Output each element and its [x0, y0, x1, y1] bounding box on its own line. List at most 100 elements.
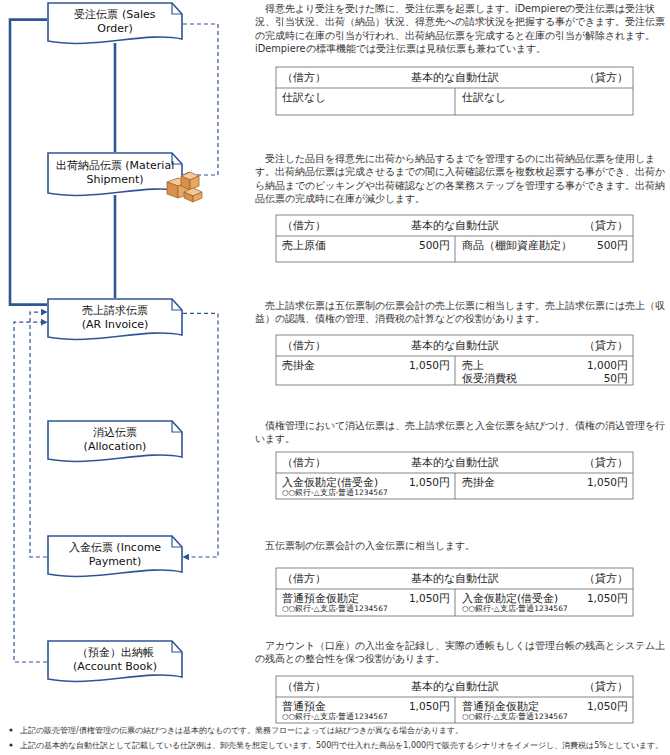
- folded-corner: [172, 299, 182, 310]
- table-header: （貸方）: [548, 339, 628, 353]
- table-header: 基本的な自動仕訳: [385, 572, 525, 586]
- table-rule: [276, 473, 633, 474]
- table-header: （貸方）: [548, 71, 628, 85]
- table-border: [276, 215, 633, 262]
- box-side: [190, 176, 199, 190]
- bank-account-cell: ○○銀行-△支店-普通1234567: [462, 604, 632, 615]
- node-title: 受注伝票 (Sales Order): [73, 8, 157, 36]
- table-header: （貸方）: [548, 219, 628, 233]
- table-header: （貸方）: [548, 456, 628, 470]
- document-box: 入金伝票 (Income Payment): [47, 535, 183, 579]
- node-text-wrap: 売上請求伝票 (AR Invoice): [47, 298, 183, 342]
- table-cell: 仕訳なし: [282, 91, 452, 105]
- table-header: （借方）: [282, 219, 362, 233]
- node-text-wrap: 受注伝票 (Sales Order): [47, 2, 183, 46]
- table-rule: [276, 589, 633, 590]
- bank-account-cell: ○○銀行-△支店-普通1234567: [282, 488, 452, 499]
- box-top: [184, 188, 202, 196]
- document-outline: [48, 153, 182, 195]
- table-rule: [276, 697, 633, 698]
- table-cell: 500円: [548, 239, 628, 253]
- footnote: 上記の基本的な自動仕訳として記載している仕訳例は、卸売業を想定しています。500…: [20, 740, 668, 751]
- document-box: 消込伝票 (Allocation): [47, 420, 183, 464]
- table-border: [276, 452, 633, 499]
- table-header: （借方）: [282, 339, 362, 353]
- dashed-connector: [183, 24, 218, 175]
- table-rule: [276, 88, 633, 89]
- table-border: [276, 676, 633, 723]
- node-title: 消込伝票 (Allocation): [73, 426, 157, 454]
- folded-corner: [172, 536, 182, 547]
- table-cell: 1,050円: [370, 476, 450, 490]
- node-text-wrap: 消込伝票 (Allocation): [47, 420, 183, 464]
- table-header: 基本的な自動仕訳: [385, 339, 525, 353]
- dashed-connector: [30, 312, 47, 557]
- flow-connector: [114, 195, 117, 298]
- document-box: 受注伝票 (Sales Order): [47, 2, 183, 46]
- table-border: [276, 568, 633, 616]
- folded-corner: [172, 421, 182, 432]
- document-outline: [48, 536, 182, 576]
- table-header: （借方）: [282, 456, 362, 470]
- description-text: 債権管理において消込伝票は、売上請求伝票と入金伝票を結びつけ、債権の消込管理を行…: [255, 419, 665, 446]
- table-cell: 1,050円: [370, 700, 450, 714]
- flow-connector: [114, 43, 117, 152]
- node-title: 売上請求伝票 (AR Invoice): [73, 304, 157, 332]
- document-outline: [48, 3, 182, 43]
- bank-account-cell: ○○銀行-△支店-普通1234567: [462, 712, 632, 723]
- description-text: 五伝票制の伝票会計の入金伝票に相当します。: [255, 539, 665, 552]
- document-box: 出荷納品伝票 (Material Shipment): [47, 152, 183, 198]
- folded-corner: [172, 3, 182, 14]
- node-title: 出荷納品伝票 (Material Shipment): [53, 159, 178, 187]
- box-side: [184, 192, 193, 202]
- table-rule: [455, 236, 456, 262]
- node-title: （預金）出納帳 (Account Book): [69, 646, 161, 674]
- footnote: 上記の販売管理/債権管理の伝票の結びつきは基本的なものです。業務フローによっては…: [20, 725, 668, 736]
- document-box: （預金）出納帳 (Account Book): [47, 640, 183, 684]
- table-header: （貸方）: [548, 572, 628, 586]
- table-border: [276, 67, 633, 115]
- table-header: （借方）: [282, 572, 362, 586]
- document-outline: [48, 641, 182, 681]
- table-cell: 1,000円: [548, 359, 628, 373]
- table-cell: 1,050円: [548, 592, 628, 606]
- flow-connector: [10, 20, 47, 305]
- table-header: 基本的な自動仕訳: [385, 456, 525, 470]
- table-header: （貸方）: [548, 680, 628, 694]
- table-rule: [455, 88, 456, 115]
- table-header: 基本的な自動仕訳: [385, 219, 525, 233]
- document-outline: [48, 421, 182, 461]
- document-outline: [48, 299, 182, 339]
- description-text: 売上請求伝票は五伝票制の伝票会計の売上伝票に相当します。売上請求伝票には売上（収…: [255, 299, 665, 326]
- table-header: 基本的な自動仕訳: [385, 680, 525, 694]
- table-rule: [276, 356, 633, 357]
- table-border: [276, 335, 633, 385]
- box-top: [181, 172, 199, 180]
- node-title: 入金伝票 (Income Payment): [61, 541, 169, 569]
- description-text: アカウント（口座）の入出金を記録し、実際の通帳もしくは管理台帳の残高とシステム上…: [255, 639, 665, 666]
- table-cell: 仕訳なし: [462, 91, 632, 105]
- box-side: [193, 192, 202, 202]
- table-rule: [276, 236, 633, 237]
- table-cell: 1,050円: [370, 592, 450, 606]
- node-text-wrap: （預金）出納帳 (Account Book): [47, 640, 183, 684]
- table-cell: 1,050円: [370, 359, 450, 373]
- table-header: 基本的な自動仕訳: [385, 71, 525, 85]
- bank-account-cell: ○○銀行-△支店-普通1234567: [282, 712, 452, 723]
- node-text-wrap: 出荷納品伝票 (Material Shipment): [47, 152, 183, 198]
- bullet-dot: [9, 728, 12, 731]
- table-rule: [455, 589, 456, 616]
- table-cell: 1,050円: [548, 476, 628, 490]
- table-header: （借方）: [282, 71, 362, 85]
- dashed-connector: [183, 313, 218, 557]
- description-text: 得意先より受注を受けた際に、受注伝票を起票します。iDempiereの受注伝票は…: [255, 2, 665, 56]
- table-rule: [455, 473, 456, 499]
- table-header: （借方）: [282, 680, 362, 694]
- bullet-dot: [9, 743, 12, 746]
- table-rule: [455, 697, 456, 723]
- folded-corner: [172, 641, 182, 652]
- description-text: 受注した品目を得意先に出荷から納品するまでを管理するのに出荷納品伝票を使用します…: [255, 152, 665, 206]
- table-rule: [455, 356, 456, 385]
- dashed-connector: [14, 322, 47, 662]
